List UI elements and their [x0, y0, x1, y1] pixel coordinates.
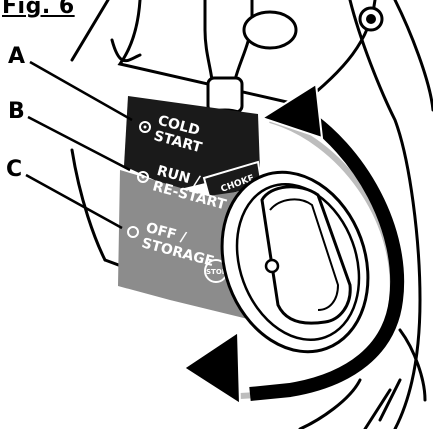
screw-icon [358, 6, 384, 32]
callout-leaders [25, 60, 133, 230]
arrowhead-bottom-icon [182, 330, 242, 406]
callout-c: C [6, 157, 23, 182]
stop-badge-label: STOP [206, 268, 227, 276]
knob-pin-icon [264, 258, 280, 274]
fuel-valve-knob [220, 170, 370, 354]
leader-c [25, 173, 123, 230]
run-restart-indicator-icon [137, 171, 149, 183]
leader-b [27, 115, 131, 172]
cold-start-indicator-icon [139, 121, 151, 133]
label-panel-dark [124, 96, 260, 190]
knob-handle [260, 185, 352, 325]
figure-title: Fig. 6 [2, 0, 75, 19]
callout-a: A [8, 44, 26, 69]
rotation-arrow [249, 106, 405, 401]
leader-a [29, 60, 133, 122]
off-storage-indicator-icon [127, 226, 139, 238]
arrowhead-top-icon [259, 82, 324, 140]
callout-b: B [8, 99, 25, 124]
